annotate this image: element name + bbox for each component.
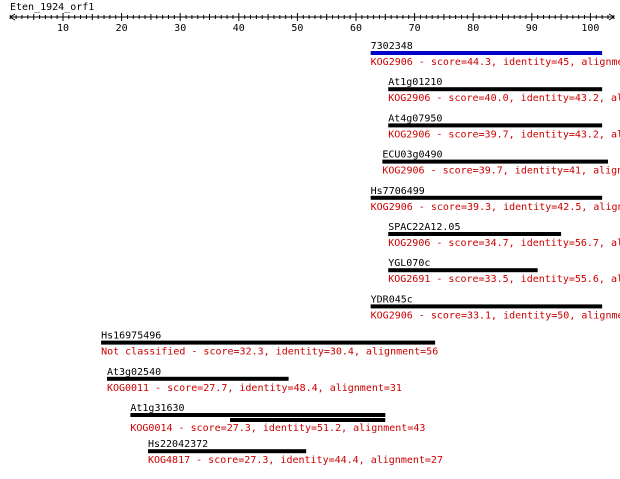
- hit-description: KOG2906 - score=40.0, identity=43.2, al: [388, 93, 620, 104]
- hit-name[interactable]: YDR045c: [371, 294, 413, 305]
- hit-alignment-bar[interactable]: [106, 376, 289, 381]
- ruler-tick-label: 60: [350, 23, 362, 34]
- hit-description: KOG2906 - score=39.7, identity=41, align: [382, 166, 620, 177]
- hit-description: Not classified - score=32.3, identity=30…: [101, 347, 438, 358]
- hit-alignment-bar[interactable]: [370, 304, 603, 309]
- hit-name[interactable]: At3g02540: [107, 367, 161, 378]
- hit-description: KOG2906 - score=33.1, identity=50, align…: [371, 310, 620, 321]
- ruler-tick-label: 30: [174, 23, 186, 34]
- ruler-tick-label: 40: [233, 23, 245, 34]
- hit-alignment-bar[interactable]: [101, 340, 436, 345]
- hit-alignment-bar[interactable]: [147, 449, 307, 454]
- hit-name[interactable]: Hs22042372: [148, 439, 208, 450]
- hit-description: KOG2906 - score=39.7, identity=43.2, al: [388, 129, 620, 140]
- hit-name[interactable]: Hs16975496: [101, 331, 161, 342]
- hit-alignment-bar[interactable]: [370, 51, 603, 55]
- hit-description: KOG2691 - score=33.5, identity=55.6, al: [388, 274, 620, 285]
- hit-alignment-bar[interactable]: [388, 87, 603, 92]
- hit-alignment-bar[interactable]: [388, 268, 538, 273]
- hit-name[interactable]: ECU03g0490: [382, 150, 442, 161]
- ruler-tick-label: 50: [291, 23, 303, 34]
- hit-alignment-bar[interactable]: [382, 159, 608, 164]
- hit-alignment-bar[interactable]: [230, 418, 386, 422]
- hit-name[interactable]: At1g31630: [130, 403, 184, 414]
- position-ruler: 10 20 30 40 50 60 70 80 90 100: [9, 13, 615, 34]
- ruler-left-arrow: [9, 13, 16, 21]
- hit-description: KOG2906 - score=44.3, identity=45, align…: [371, 57, 620, 68]
- ruler-tick-label: 70: [409, 23, 421, 34]
- hit-description: KOG2906 - score=39.3, identity=42.5, ali…: [371, 202, 620, 213]
- ruler-tick-label: 20: [116, 23, 128, 34]
- hit-name[interactable]: At4g07950: [388, 113, 442, 124]
- ruler-tick-label: 10: [57, 23, 69, 34]
- hit-name[interactable]: At1g01210: [388, 77, 442, 88]
- ruler-tick-label: 80: [467, 23, 479, 34]
- hit-alignment-bar[interactable]: [130, 413, 386, 417]
- query-title: Eten_1924_orf1: [10, 2, 94, 13]
- hit-alignment-bar[interactable]: [388, 123, 603, 128]
- hit-alignment-bar[interactable]: [370, 195, 603, 200]
- hit-name[interactable]: Hs7706499: [371, 186, 425, 197]
- hit-name[interactable]: 7302348: [371, 41, 413, 52]
- hit-description: KOG0014 - score=27.3, identity=51.2, ali…: [130, 423, 425, 434]
- ruler-tick-label: 90: [526, 23, 538, 34]
- hit-description: KOG0011 - score=27.7, identity=48.4, ali…: [107, 383, 402, 394]
- hit-name[interactable]: YGL070c: [388, 258, 430, 269]
- ruler-tick-label: 100: [581, 23, 599, 34]
- hit-description: KOG4817 - score=27.3, identity=44.4, ali…: [148, 455, 443, 466]
- ruler-right-arrow: [608, 13, 615, 21]
- hit-alignment-bar[interactable]: [388, 232, 562, 236]
- hit-name[interactable]: SPAC22A12.05: [388, 222, 460, 233]
- hit-description: KOG2906 - score=34.7, identity=56.7, al: [388, 238, 620, 249]
